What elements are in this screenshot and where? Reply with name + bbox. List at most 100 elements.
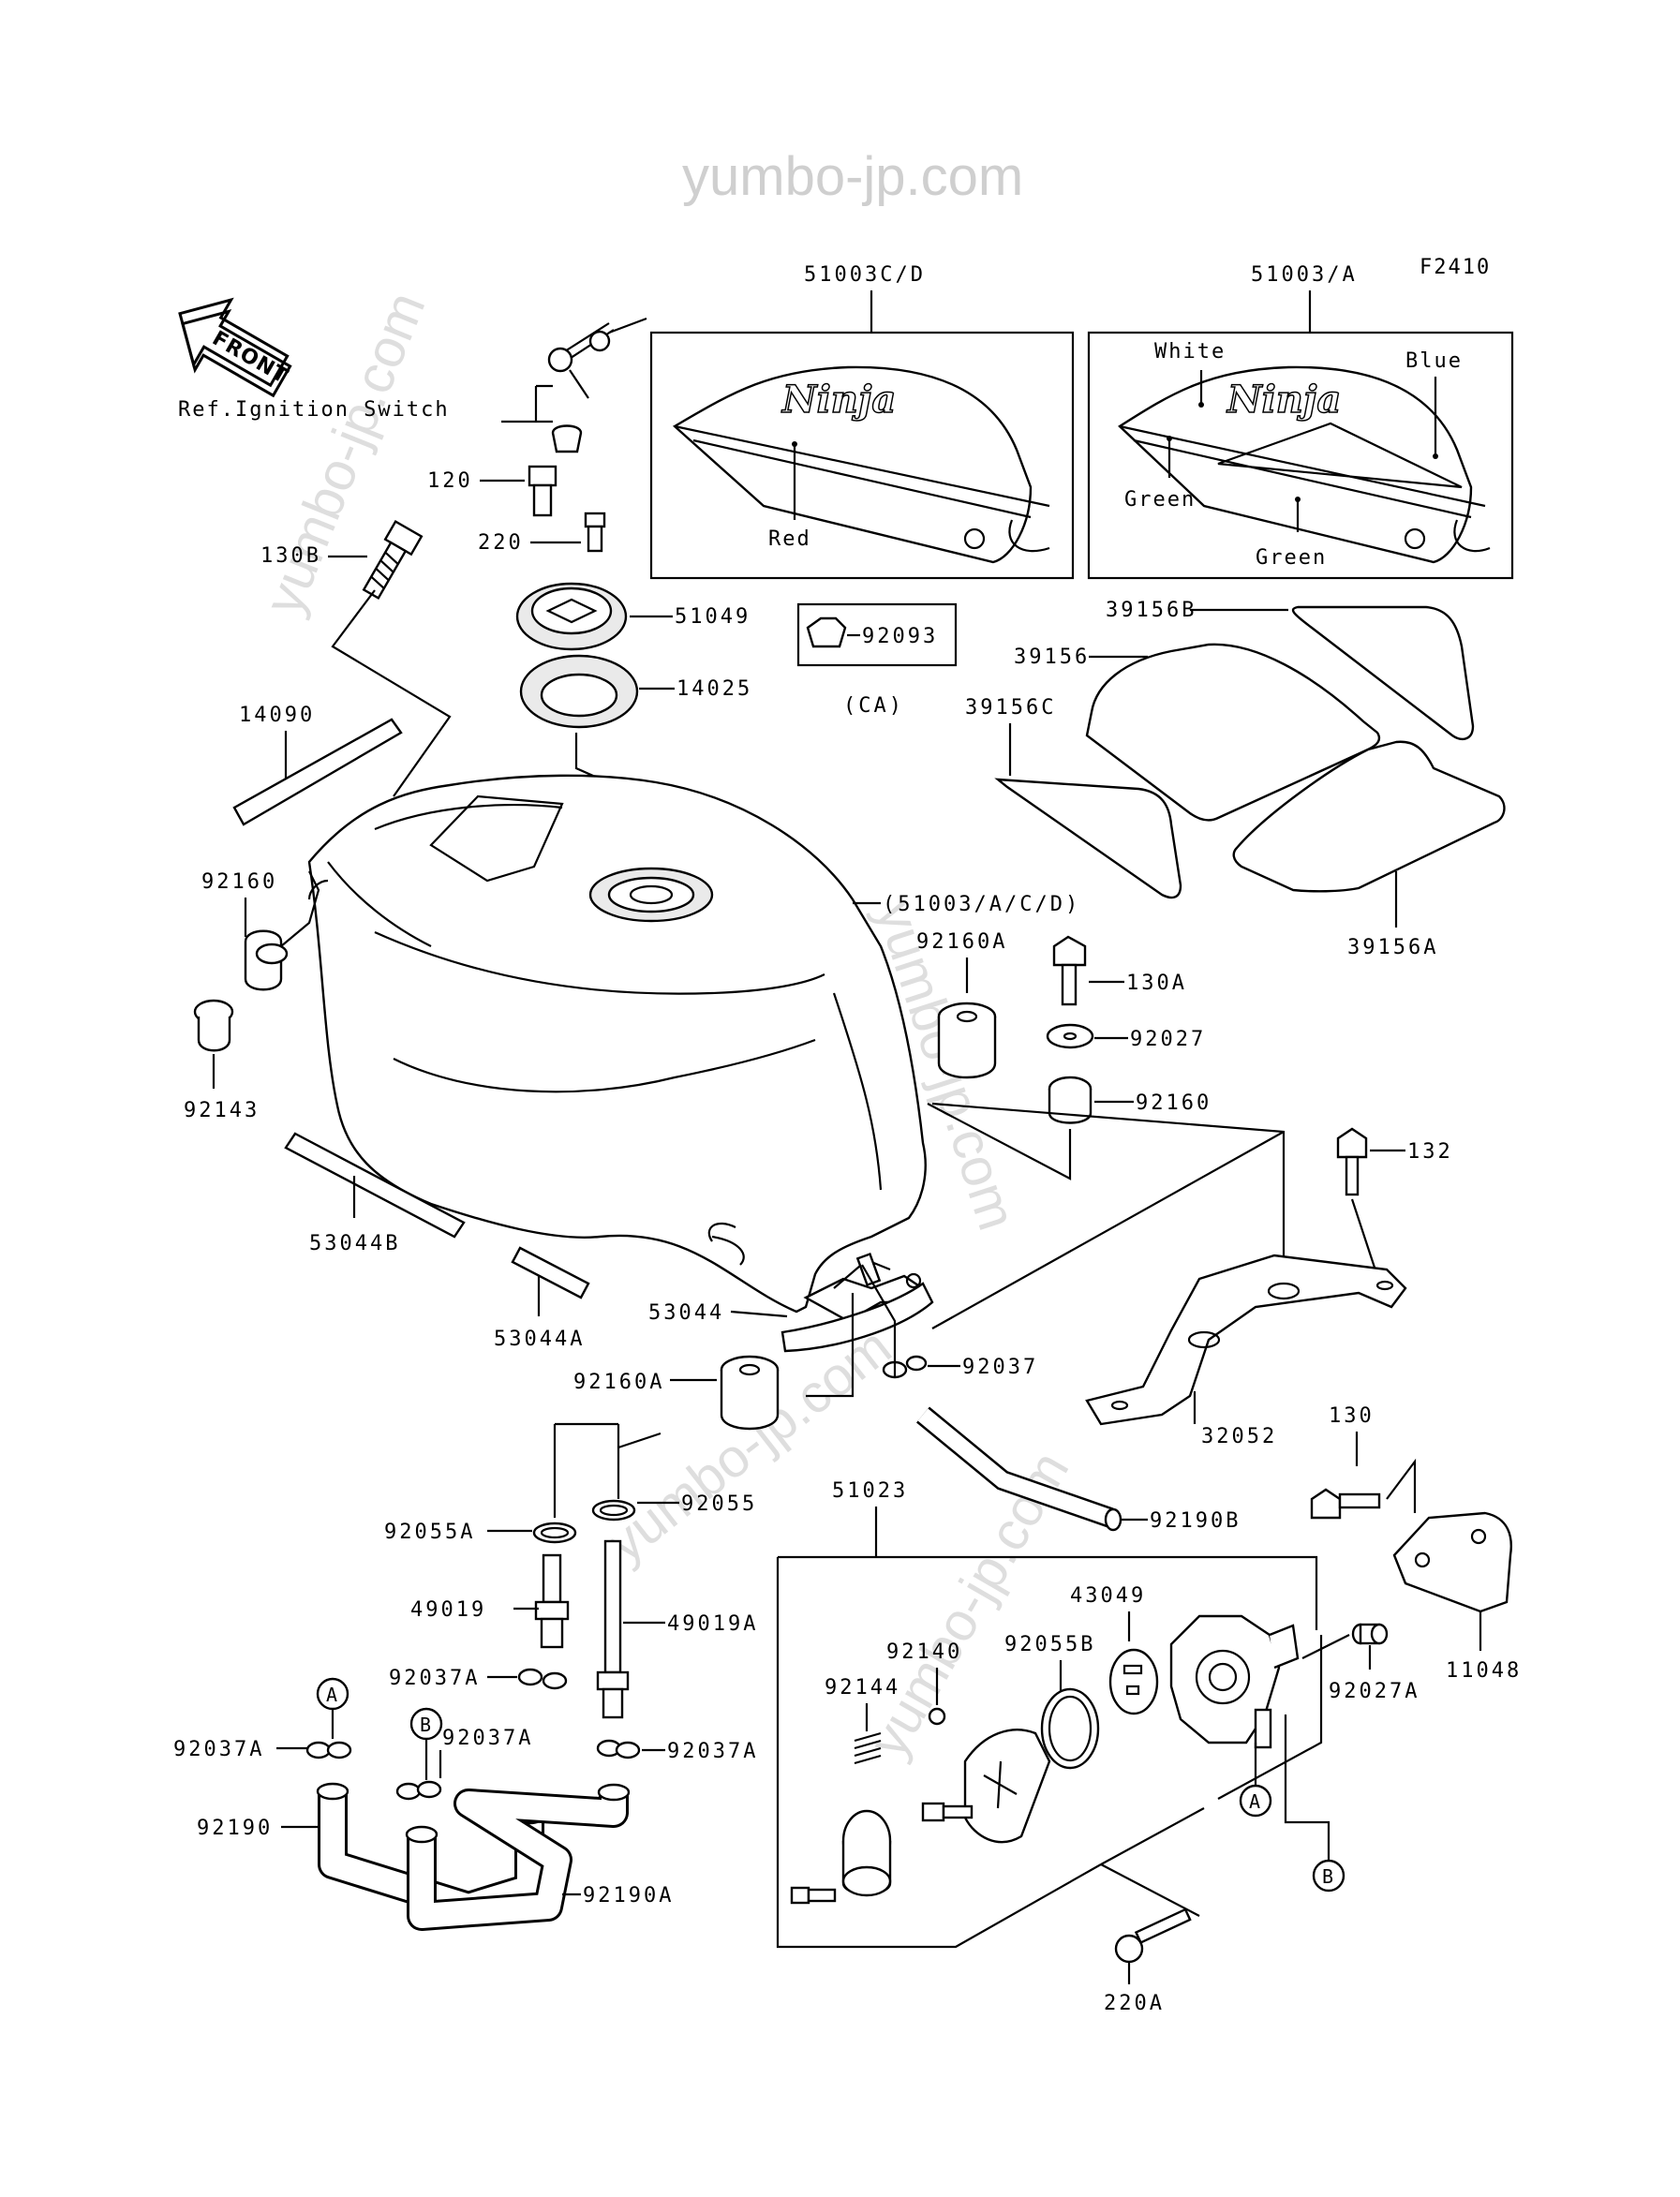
label-53044b: 53044B xyxy=(309,1232,400,1255)
label-ca: (CA) xyxy=(843,694,904,718)
hose-92190b-icon xyxy=(916,1406,1122,1532)
label-49019: 49019 xyxy=(410,1598,486,1622)
fuel-tank-body xyxy=(307,774,934,1353)
label-92027: 92027 xyxy=(1130,1028,1206,1051)
rubber-mount-92160-left-icon xyxy=(244,929,289,991)
label-92037a-3: 92037A xyxy=(173,1738,264,1761)
label-39156c: 39156C xyxy=(965,696,1056,720)
ref-ignition-switch-note: Ref.Ignition Switch xyxy=(178,398,450,422)
screw-220-icon xyxy=(584,512,606,553)
fuel-cock-body-icon xyxy=(1169,1614,1300,1749)
decal-right-logo: Ninja xyxy=(1226,378,1341,422)
rubber-mount-92160-right-icon xyxy=(1048,1076,1093,1124)
watermark-diagonal-3: yumbo-jp.com xyxy=(596,1316,902,1574)
label-39156: 39156 xyxy=(1014,646,1090,669)
label-220: 220 xyxy=(478,531,524,555)
callout-a-left: A xyxy=(316,1677,349,1711)
fuel-cock-51023-box xyxy=(776,1555,1318,1949)
pipe-49019-icon xyxy=(534,1553,570,1649)
label-130a: 130A xyxy=(1126,972,1187,995)
rubber-mount-92160a-top-icon xyxy=(937,1002,997,1079)
label-51003-tank: (51003/A/C/D) xyxy=(883,893,1080,916)
decal-left-tank-icon xyxy=(672,365,1050,564)
lever-cock-icon xyxy=(841,1809,892,1897)
o-ring-92055a-icon xyxy=(532,1522,577,1544)
decal-left-logo: Ninja xyxy=(781,378,896,422)
screw-cock-icon xyxy=(921,1802,974,1822)
watermark-diagonal-1: yumbo-jp.com xyxy=(253,284,438,623)
pipe-49019a-icon xyxy=(596,1539,630,1719)
label-39156b: 39156B xyxy=(1106,599,1197,622)
decal-right-color-white: White xyxy=(1154,340,1226,364)
label-14025: 14025 xyxy=(676,677,752,701)
bolt-130b-icon xyxy=(362,519,424,601)
label-92055: 92055 xyxy=(681,1492,757,1516)
label-130: 130 xyxy=(1329,1404,1375,1428)
washer-92027-icon xyxy=(1046,1023,1094,1049)
cap-ring-14025-icon xyxy=(519,654,639,729)
label-120: 120 xyxy=(427,469,473,493)
decal-left-code: 51003C/D xyxy=(804,263,926,287)
label-220a: 220A xyxy=(1104,1992,1165,2015)
label-92160a-bot: 92160A xyxy=(573,1371,664,1394)
label-92160-left: 92160 xyxy=(201,870,277,894)
knee-pad-39156-icon xyxy=(1085,643,1381,822)
decal-right-color-green-1: Green xyxy=(1124,488,1196,512)
svg-text:B: B xyxy=(1322,1865,1333,1888)
label-92190: 92190 xyxy=(197,1817,273,1840)
bolt-130-icon xyxy=(1310,1488,1381,1520)
label-92190b: 92190B xyxy=(1150,1509,1241,1533)
collar-92027a-icon xyxy=(1351,1623,1389,1645)
seal-53044a-icon xyxy=(511,1246,590,1299)
label-49019a: 49019A xyxy=(667,1612,758,1636)
ball-92140-icon xyxy=(928,1707,946,1726)
label-14090: 14090 xyxy=(239,704,315,727)
callout-b-right: B xyxy=(1312,1859,1345,1893)
figure-code: F2410 xyxy=(1420,256,1491,279)
knee-pad-39156a-icon xyxy=(1232,740,1506,893)
label-53044: 53044 xyxy=(648,1301,724,1325)
bolt-130a-icon xyxy=(1052,935,1087,1006)
screw-220a-icon xyxy=(1114,1908,1192,1964)
label-92037a-1: 92037A xyxy=(389,1667,480,1690)
label-92160a-top: 92160A xyxy=(916,930,1007,954)
label-92160-right: 92160 xyxy=(1136,1091,1212,1115)
label-92143: 92143 xyxy=(184,1099,260,1122)
svg-text:A: A xyxy=(1249,1790,1260,1813)
label-92037a-2: 92037A xyxy=(667,1740,758,1763)
callout-a-right: A xyxy=(1239,1784,1272,1818)
front-arrow-icon: FRONT xyxy=(178,297,292,398)
grommet-92143-icon xyxy=(193,999,234,1052)
label-43049: 43049 xyxy=(1070,1584,1146,1608)
decal-right-color-green-2: Green xyxy=(1256,546,1327,570)
fuel-cap-51049-icon xyxy=(515,582,628,651)
decal-left-color-red: Red xyxy=(768,527,811,551)
clip-92037a-3-icon xyxy=(305,1741,352,1759)
label-32052: 32052 xyxy=(1201,1425,1277,1448)
bracket-11048-icon xyxy=(1392,1511,1512,1613)
cock-plate-icon xyxy=(963,1729,1051,1844)
label-51049: 51049 xyxy=(675,605,751,629)
rubber-mount-92160a-bot-icon xyxy=(720,1355,780,1431)
decal-right-code: 51003/A xyxy=(1251,263,1358,287)
o-ring-92055b-icon xyxy=(1040,1687,1100,1770)
label-92027a: 92027A xyxy=(1329,1680,1420,1703)
label-53044a: 53044A xyxy=(494,1328,585,1351)
label-51023: 51023 xyxy=(832,1479,908,1503)
label-92093: 92093 xyxy=(862,625,938,648)
nut-92093-icon xyxy=(806,616,847,648)
clip-92037a-2-icon xyxy=(596,1739,641,1759)
label-92140: 92140 xyxy=(886,1640,962,1664)
decal-right-color-blue: Blue xyxy=(1405,349,1463,373)
bolt-120-icon xyxy=(528,465,558,517)
svg-text:B: B xyxy=(420,1714,431,1736)
part-92093-box xyxy=(796,602,958,667)
hose-92190a-icon xyxy=(405,1783,631,1931)
spring-92144-icon xyxy=(854,1731,882,1765)
watermark-top: yumbo-jp.com xyxy=(682,146,1023,207)
label-92037: 92037 xyxy=(962,1356,1038,1379)
svg-text:A: A xyxy=(326,1684,337,1706)
bolt-132-icon xyxy=(1336,1127,1368,1196)
label-39156a: 39156A xyxy=(1347,936,1438,959)
